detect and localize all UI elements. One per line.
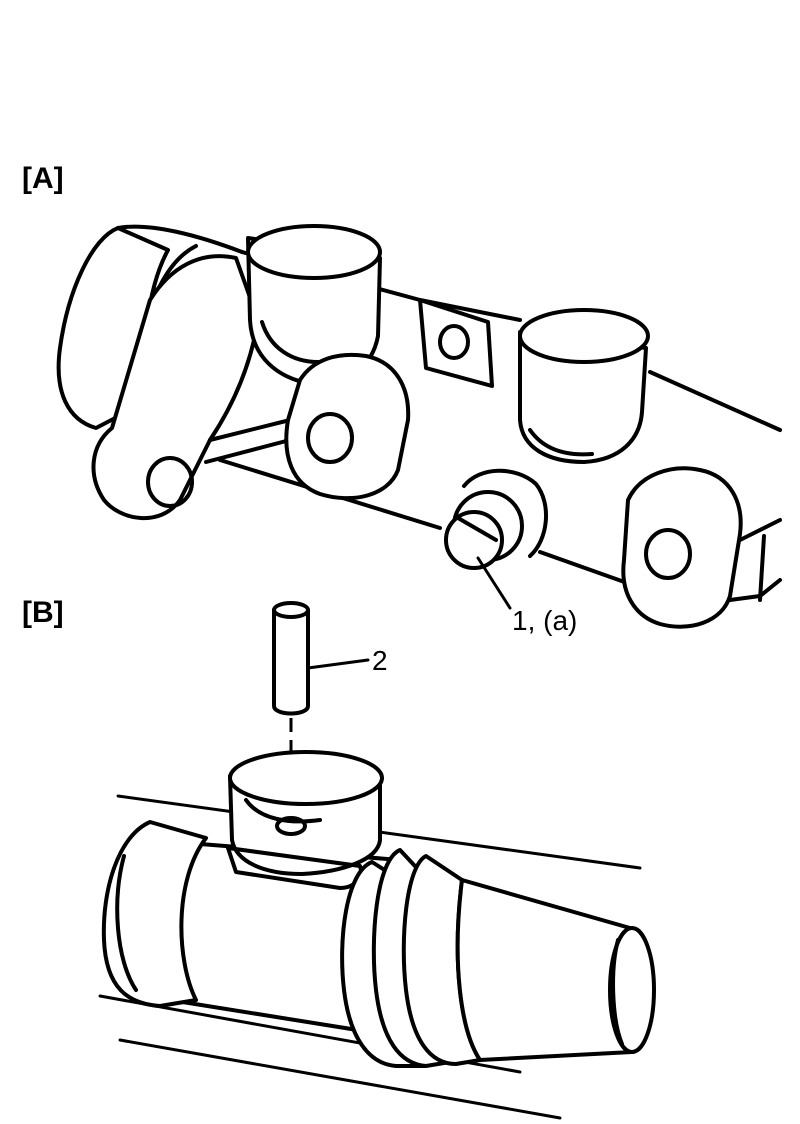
pin-part [272,601,310,716]
callout-label-2: 2 [372,645,388,676]
callout-leader-2 [306,658,370,670]
section-label-b: [B] [22,596,64,629]
callout-label-1: 1, (a) [512,605,577,636]
callout-leader-1 [476,556,512,610]
master-cylinder-body-a [56,224,782,629]
section-label-a: [A] [22,162,64,195]
master-cylinder-body-b [98,750,656,1120]
